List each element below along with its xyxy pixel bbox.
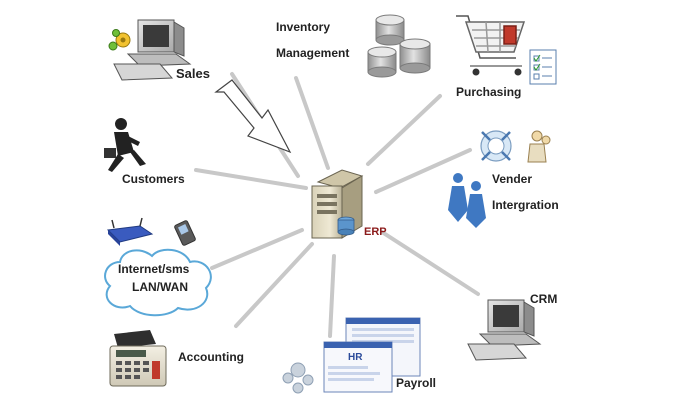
connector-payroll	[328, 254, 336, 338]
inventory-label-line1: Inventory	[276, 20, 331, 34]
vender-label-line2: Intergration	[492, 198, 559, 212]
people-group-icon	[527, 130, 551, 163]
checklist-icon	[529, 49, 557, 85]
direction-arrow-icon	[214, 79, 292, 154]
shopping-cart-icon	[456, 15, 526, 76]
erp-label: ERP	[364, 226, 387, 238]
running-businessman-icon	[104, 118, 146, 172]
crm-computer-icon	[467, 299, 542, 361]
sales-computer-icon	[108, 19, 192, 81]
connector-lines	[194, 72, 480, 338]
connector-customers	[194, 168, 308, 190]
erp-server-icon	[311, 169, 364, 239]
accounting-label: Accounting	[178, 350, 244, 364]
vender-label-line1: Vender	[492, 172, 533, 186]
internet-cloud	[104, 248, 212, 317]
customers-label: Customers	[122, 172, 185, 186]
handshake-people-icon	[448, 173, 486, 228]
calculator-icon	[109, 330, 167, 387]
sales-label: Sales	[176, 66, 210, 81]
integration-network-icon	[480, 130, 512, 162]
payroll-screenshots	[323, 317, 421, 393]
inventory-label-line2: Management	[276, 46, 350, 60]
purchasing-label: Purchasing	[456, 85, 522, 99]
router-icon	[106, 217, 154, 246]
phone-icon	[174, 220, 196, 246]
internet-label-line1: Internet/sms	[118, 262, 190, 276]
payroll-label: Payroll	[396, 376, 437, 390]
connector-purchasing	[366, 94, 442, 166]
connector-internet	[210, 228, 304, 270]
connector-inventory	[294, 76, 330, 170]
crm-label: CRM	[530, 292, 558, 306]
hr-screen-label: HR	[348, 352, 363, 363]
org-chart-icon	[282, 362, 314, 394]
connector-accounting	[234, 242, 314, 328]
connector-vender	[374, 148, 472, 194]
database-cylinders-icon	[367, 14, 431, 78]
connector-crm	[380, 230, 480, 296]
internet-label-line2: LAN/WAN	[132, 280, 188, 294]
